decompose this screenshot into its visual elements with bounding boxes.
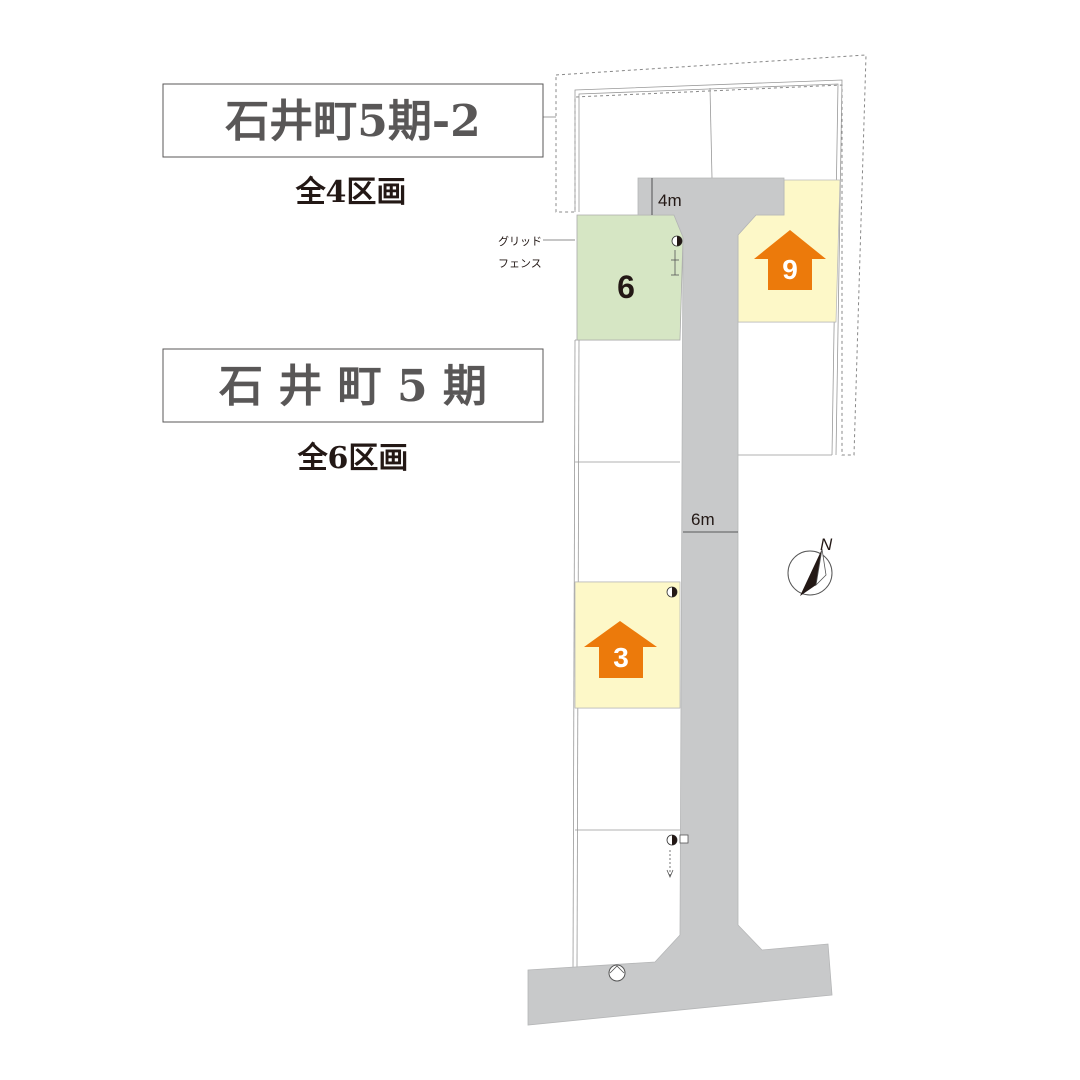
manhole-marker (608, 964, 626, 982)
phase2-title-box (162, 83, 544, 158)
road-width-6m-label: 6m (691, 510, 715, 529)
house-arrow-icon (754, 230, 826, 290)
utility-marker (671, 235, 683, 276)
north-compass: N (787, 535, 833, 596)
fence-note-line2: フェンス (498, 257, 542, 270)
north-arrow-icon (800, 549, 822, 596)
lot-9-label: 9 (782, 254, 798, 285)
house-arrow-icon (584, 621, 657, 678)
compass-label: N (820, 535, 833, 554)
phase2-title: 石井町5期-2 (225, 96, 481, 147)
phase2-lot-count: 全4区画 (295, 175, 407, 210)
fence-note-line1: グリッド (498, 234, 542, 248)
fence-note: グリッド フェンス (498, 234, 575, 270)
utility-marker (666, 834, 689, 879)
phase1-lot-count: 全6区画 (297, 441, 409, 476)
lot-3-badge[interactable]: 3 (584, 621, 657, 678)
access-road (527, 177, 833, 1026)
phase1-title: 石 井 町 5 期 (219, 361, 487, 412)
lot-9-badge[interactable]: 9 (754, 230, 826, 290)
road-width-4m-label: 4m (658, 191, 682, 210)
phase1-title-box (162, 348, 544, 423)
lot-3-label: 3 (613, 642, 629, 673)
lot-6-label[interactable]: 6 (617, 269, 635, 305)
utility-marker (666, 586, 678, 598)
